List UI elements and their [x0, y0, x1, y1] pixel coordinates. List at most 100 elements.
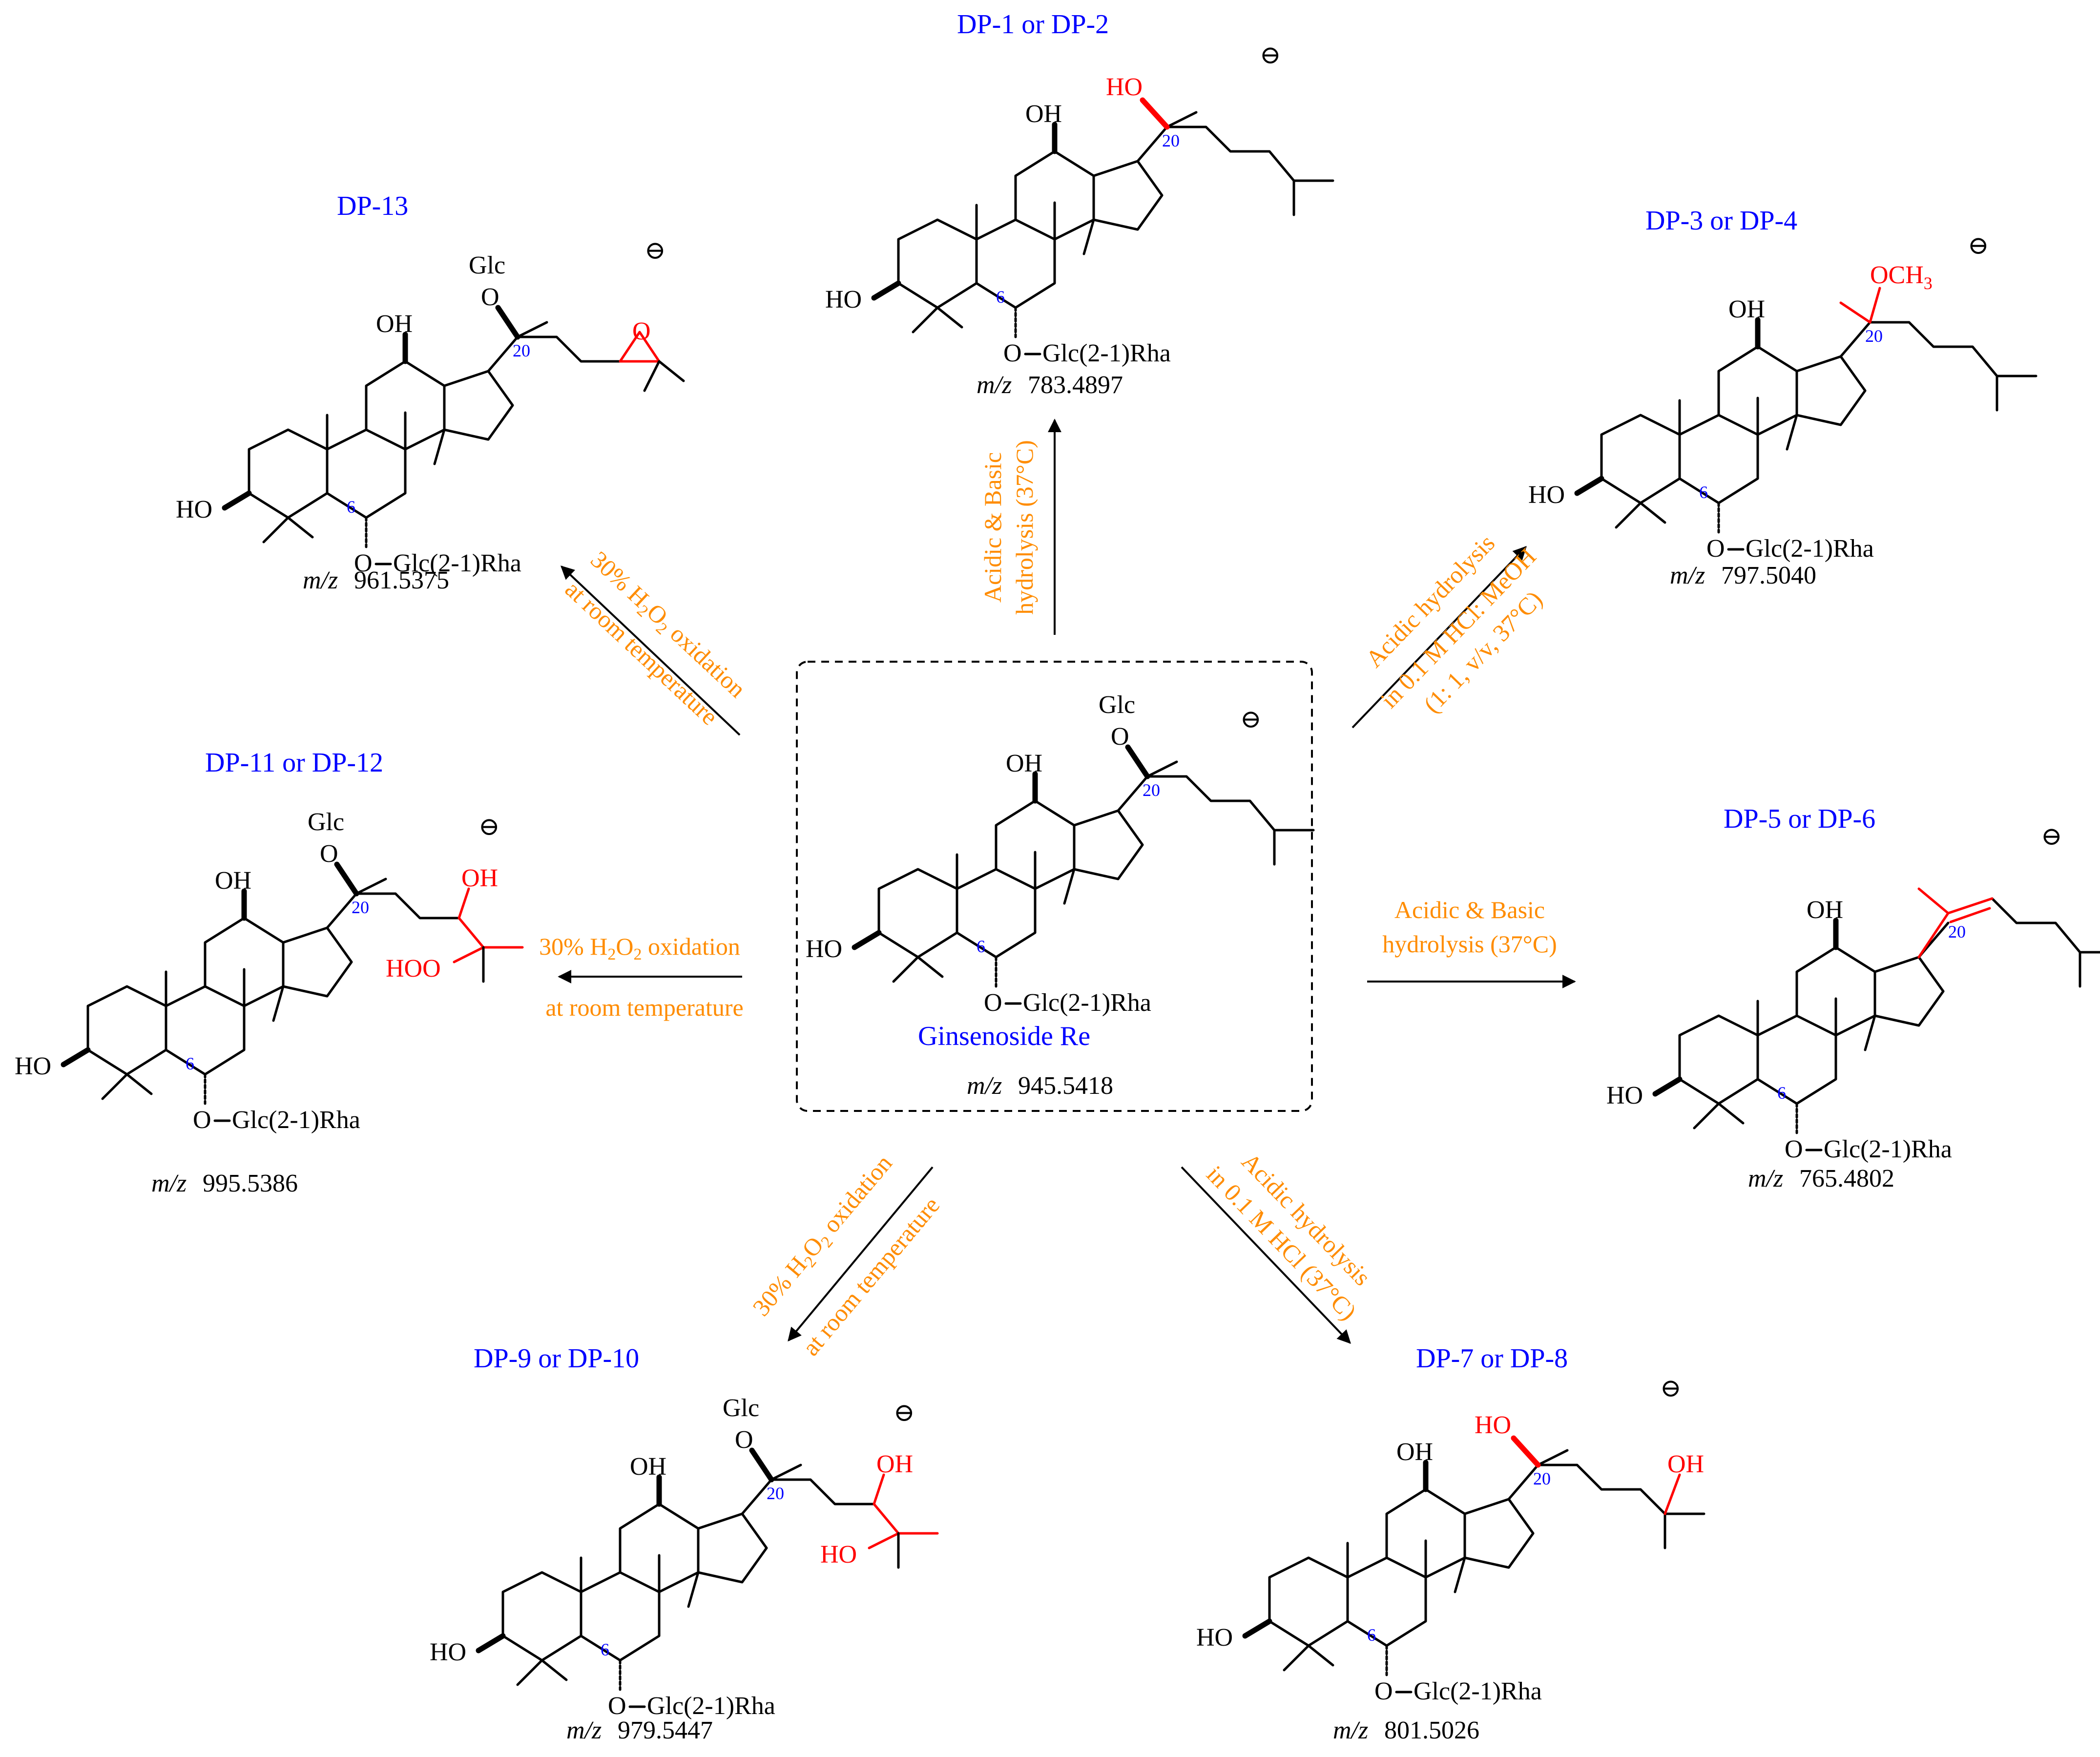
arrow-lower-left	[788, 1166, 934, 1342]
dp34-mz: 797.5040	[1721, 562, 1816, 589]
sugar-label: Glc(2-1)Rha	[1023, 989, 1151, 1017]
svg-text:6: 6	[186, 1054, 194, 1073]
dp56-mz: 765.4802	[1799, 1165, 1894, 1192]
svg-text:m/z: m/z	[566, 1716, 602, 1744]
pos6-label: 6	[977, 937, 985, 956]
dp910-mod-label2: HO	[820, 1541, 857, 1569]
center-mz: 945.5418	[1018, 1072, 1113, 1100]
svg-text:O: O	[608, 1692, 626, 1720]
svg-text:6: 6	[1777, 1083, 1786, 1103]
svg-text:⊖: ⊖	[2041, 823, 2062, 851]
svg-text:6: 6	[996, 287, 1005, 307]
svg-text:m/z: m/z	[1670, 562, 1705, 589]
svg-text:20: 20	[1948, 922, 1966, 941]
dp34-name: DP-3 or DP-4	[1645, 206, 1797, 236]
svg-text:m/z: m/z	[151, 1170, 187, 1197]
arrow-lower-right	[1181, 1166, 1351, 1344]
svg-text:m/z: m/z	[1333, 1716, 1368, 1744]
dp13-glc: Glc	[469, 251, 505, 279]
svg-text:O: O	[1785, 1135, 1803, 1163]
condition-lower-right: Acidic hydrolysis in 0.1 M HCl (37°C)	[1201, 1148, 1376, 1325]
o-label-top: O	[1111, 723, 1129, 751]
condition-left: 30% H2O2 oxidation at room temperature	[539, 933, 744, 1021]
svg-text:Acidic & Basic: Acidic & Basic	[1394, 896, 1545, 923]
svg-text:HO: HO	[430, 1638, 466, 1666]
center-mz-prefix: m/z	[967, 1072, 1002, 1100]
svg-text:m/z: m/z	[303, 566, 338, 594]
svg-text:20: 20	[1865, 326, 1883, 346]
svg-text:20: 20	[513, 341, 530, 360]
svg-text:6: 6	[1367, 1625, 1376, 1645]
ginsenoside-re-structure: HO OH 6 O Glc(2-1)Rha 20 O Glc ⊖	[806, 691, 1315, 1017]
svg-text:O: O	[320, 840, 338, 868]
dp910-mod-label: OH	[876, 1450, 913, 1478]
arrow-upper-right	[1351, 545, 1527, 729]
dp13-name: DP-13	[337, 191, 408, 221]
svg-text:O: O	[354, 549, 373, 577]
svg-text:hydrolysis (37°C): hydrolysis (37°C)	[1011, 440, 1038, 615]
svg-text:6: 6	[1699, 482, 1708, 502]
svg-text:30% H2O2 oxidation: 30% H2O2 oxidation	[539, 933, 740, 963]
condition-lower-left: 30% H2O2 oxidation at room temperature	[747, 1150, 945, 1361]
condition-upper-right: Acidic hydrolysis in 0.1 M HCl: MeOH (1:…	[1360, 529, 1548, 718]
svg-text:hydrolysis (37°C): hydrolysis (37°C)	[1382, 930, 1557, 958]
svg-text:HO: HO	[176, 496, 212, 523]
svg-text:HO: HO	[1196, 1624, 1233, 1652]
dp78-structure: HO OH 6 O Glc(2-1)Rha 20 HO OH ⊖	[1196, 1375, 1705, 1705]
dp1112-structure: HO OH 6 O Glc(2-1)Rha 20 O Glc OH HOO ⊖	[15, 808, 524, 1134]
dp12-structure: HO OH 6 O Glc(2-1)Rha 20 HO ⊖	[825, 42, 1334, 367]
dp910-mz: 979.5447	[618, 1716, 713, 1744]
svg-text:OH: OH	[1728, 295, 1765, 323]
dp1112-mod-label: OH	[461, 864, 498, 892]
dp1112-mz: 995.5386	[203, 1170, 298, 1197]
center-box	[796, 661, 1313, 1112]
svg-text:Glc(2-1)Rha: Glc(2-1)Rha	[1414, 1677, 1542, 1705]
svg-text:Glc(2-1)Rha: Glc(2-1)Rha	[393, 549, 521, 577]
svg-text:at room temperature: at room temperature	[545, 994, 743, 1021]
dp78-mz: 801.5026	[1384, 1716, 1479, 1744]
dp910-name: DP-9 or DP-10	[474, 1343, 639, 1374]
svg-text:HO: HO	[1528, 481, 1565, 509]
svg-text:Glc(2-1)Rha: Glc(2-1)Rha	[647, 1692, 775, 1720]
dp910-structure: HO OH 6 O Glc(2-1)Rha 20 O Glc OH HO ⊖	[430, 1394, 939, 1720]
svg-text:20: 20	[1162, 131, 1180, 150]
dp56-name: DP-5 or DP-6	[1724, 804, 1875, 834]
svg-text:OH: OH	[630, 1453, 666, 1481]
svg-text:6: 6	[347, 497, 355, 517]
dp12-name: DP-1 or DP-2	[957, 9, 1109, 40]
svg-text:⊖: ⊖	[1660, 1375, 1682, 1402]
dp34-structure: HO OH 6 O Glc(2-1)Rha 20 OCH3 ⊖	[1528, 232, 2038, 563]
svg-text:HO: HO	[15, 1052, 51, 1080]
pos20-label: 20	[1143, 780, 1160, 800]
svg-text:at room temperature: at room temperature	[797, 1192, 945, 1361]
condition-upper-left: 30% H2O2 oxidation at room temperature	[560, 545, 751, 730]
dp78-mod-label2: OH	[1667, 1450, 1704, 1478]
svg-text:O: O	[1374, 1677, 1393, 1705]
svg-text:m/z: m/z	[977, 371, 1012, 399]
svg-text:Glc(2-1)Rha: Glc(2-1)Rha	[1746, 535, 1874, 563]
ho-label: HO	[806, 935, 842, 963]
dp78-mod-label: HO	[1475, 1411, 1511, 1439]
dp12-mz: 783.4897	[1028, 371, 1123, 399]
svg-text:OH: OH	[376, 310, 413, 338]
svg-text:⊖: ⊖	[645, 237, 666, 265]
svg-text:20: 20	[352, 898, 369, 917]
dp56-structure: HO OH 6 O Glc(2-1)Rha 20 ⊖	[1606, 823, 2100, 1163]
svg-text:⊖: ⊖	[1260, 42, 1281, 69]
dp13-mz: 961.5375	[354, 566, 449, 594]
svg-text:Acidic & Basic: Acidic & Basic	[979, 452, 1006, 603]
svg-text:20: 20	[767, 1484, 784, 1503]
svg-text:OH: OH	[215, 867, 251, 895]
charge-label: ⊖	[1240, 706, 1262, 733]
dp1112-name: DP-11 or DP-12	[205, 748, 383, 778]
svg-text:OH: OH	[1396, 1438, 1433, 1466]
svg-text:⊖: ⊖	[478, 813, 500, 841]
dp78-name: DP-7 or DP-8	[1416, 1343, 1568, 1374]
dp13-structure: HO OH 6 O Glc(2-1)Rha 20 O Glc O ⊖	[176, 237, 685, 577]
dp13-mod-label: O	[632, 317, 651, 345]
svg-text:HO: HO	[825, 286, 862, 314]
oh-label: OH	[1006, 750, 1042, 777]
dp910-glc: Glc	[723, 1394, 759, 1422]
svg-text:HO: HO	[1606, 1082, 1643, 1109]
